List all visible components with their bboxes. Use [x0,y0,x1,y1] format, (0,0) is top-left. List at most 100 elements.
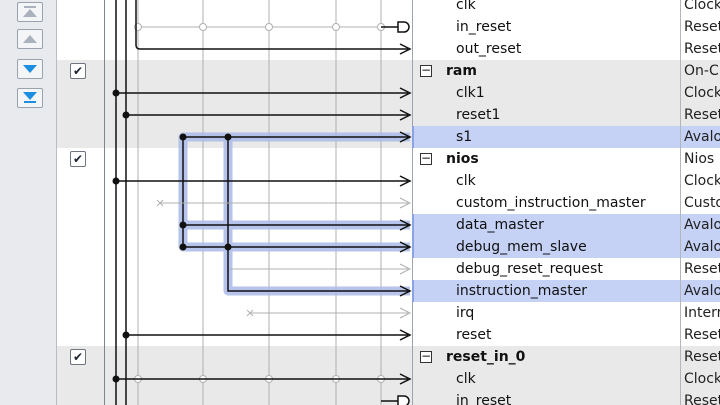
row-background [56,0,720,16]
description-cell: Reset [681,390,720,405]
arrow-head [399,43,412,55]
port-row[interactable]: out_reset [412,38,680,60]
description-text: Reset [684,261,720,277]
collapse-icon[interactable]: − [420,349,432,363]
description-text: Reset [684,19,720,35]
arrow-head [399,197,412,209]
port-row[interactable]: s1 [412,126,680,148]
port-row[interactable]: instruction_master [412,280,680,302]
move-to-bottom-icon [23,92,37,103]
collapse-icon[interactable]: − [420,151,432,165]
description-cell: Reset [681,38,720,60]
port-row[interactable]: clk1 [412,82,680,104]
junction-dot [112,89,120,97]
port-row[interactable]: clk [412,368,680,390]
description-cell: Avalon [681,280,720,302]
description-text: Clock [684,85,720,101]
port-name: clk [456,173,476,189]
move-to-top-button[interactable] [17,2,43,22]
module-name: reset_in_0 [446,349,526,365]
description-cell: Clock [681,82,720,104]
description-cell: Reset [681,258,720,280]
port-row[interactable]: in_reset [412,390,680,405]
use-checkbox[interactable]: ✔ [70,349,86,365]
module-row[interactable]: −ram [412,60,680,82]
description-cell: On-Chip [681,60,720,82]
unconnected-x [156,199,164,207]
description-text: Avalon [684,217,720,233]
port-row[interactable]: custom_instruction_master [412,192,680,214]
description-cell: Custom [681,192,720,214]
arrow-head [399,373,412,385]
junction-dot [179,221,187,229]
port-row[interactable]: irq [412,302,680,324]
collapse-icon[interactable]: − [420,63,432,77]
description-text: Clock [684,371,720,387]
port-row[interactable]: clk [412,0,680,16]
description-text: Reset [684,349,720,365]
arrow-head [399,329,412,341]
port-name: debug_reset_request [456,261,603,277]
arrow-head [399,263,412,275]
arrow-head [399,87,412,99]
move-down-icon [23,65,37,73]
port-row[interactable]: data_master [412,214,680,236]
move-to-bottom-button[interactable] [17,88,43,108]
description-cell: Clock [681,0,720,16]
arrow-head [399,131,412,143]
port-name: clk [456,371,476,387]
port-name: reset1 [456,107,501,123]
port-row[interactable]: in_reset [412,16,680,38]
row-background [56,346,720,368]
description-cell: Interrupt [681,302,720,324]
junction-dot [224,133,232,141]
junction-dot [122,111,130,119]
port-name: debug_mem_slave [456,239,587,255]
use-checkbox[interactable]: ✔ [70,151,86,167]
port-name: in_reset [456,393,512,405]
module-row[interactable]: −reset_in_0 [412,346,680,368]
description-cell: Reset [681,346,720,368]
description-cell: Clock [681,170,720,192]
port-name: irq [456,305,475,321]
port-name: out_reset [456,41,522,57]
move-to-top-icon [23,6,37,17]
description-text: Reset [684,393,720,405]
port-row[interactable]: reset1 [412,104,680,126]
description-text: Custom [684,195,720,211]
description-cell: Clock [681,368,720,390]
use-checkbox[interactable]: ✔ [70,63,86,79]
description-text: Reset [684,41,720,57]
junction-dot [179,133,187,141]
avalon-wire [182,136,410,292]
port-name: reset [456,327,492,343]
unconnected-point [199,23,207,31]
arrow-head [399,219,412,231]
port-row[interactable]: reset [412,324,680,346]
port-row[interactable]: clk [412,170,680,192]
description-text: Nios II [684,151,720,167]
description-cell: Avalon [681,214,720,236]
reorder-toolbar [0,0,57,405]
description-cell: Reset [681,16,720,38]
description-cell: Reset [681,104,720,126]
unconnected-point [332,23,340,31]
port-row[interactable]: debug_reset_request [412,258,680,280]
description-cell: Avalon [681,236,720,258]
junction-dot [179,243,187,251]
row-background [56,148,720,170]
signal-wire [135,0,408,50]
move-up-button[interactable] [17,29,43,49]
port-name: clk [456,0,476,13]
module-row[interactable]: −nios [412,148,680,170]
toolbar-divider [104,0,105,405]
port-row[interactable]: debug_mem_slave [412,236,680,258]
port-name: s1 [456,129,473,145]
reset-connector-icon [397,395,410,405]
row-background [56,390,720,405]
move-down-button[interactable] [17,59,43,79]
highlighted-connection [178,132,410,296]
description-text: Avalon [684,129,720,145]
